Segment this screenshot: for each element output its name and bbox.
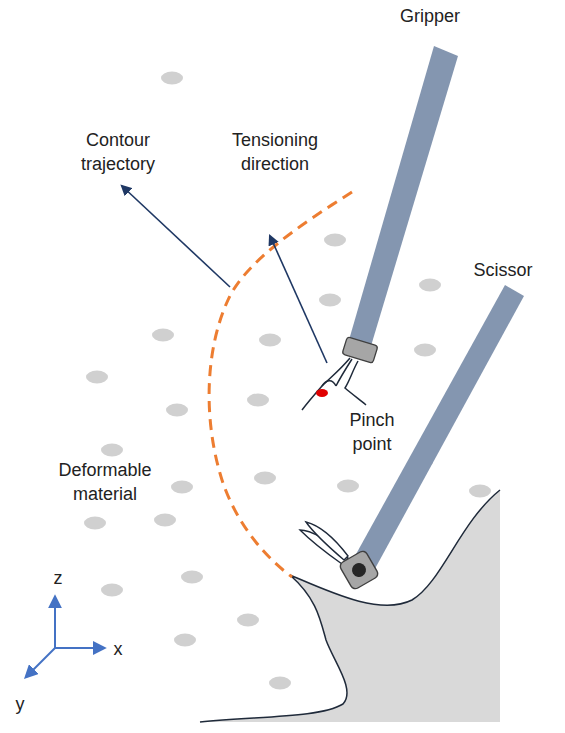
pinch-point [316, 389, 328, 397]
annotation: Contour trajectory [63, 128, 173, 176]
gripper-collar [342, 337, 378, 364]
scissor-blades [300, 522, 348, 564]
annotation: Tensioning direction [220, 128, 330, 176]
axis-label: z [48, 566, 68, 590]
axis-label: y [10, 692, 30, 716]
axes [26, 597, 104, 677]
contour-trajectory [209, 192, 352, 577]
region-name: Deformable material [45, 458, 165, 506]
leader-arrow [122, 186, 230, 287]
tension-arrow [270, 236, 327, 363]
axis-label: x [108, 637, 128, 661]
scissor-shaft [350, 285, 524, 576]
annotation: Pinch point [332, 408, 412, 456]
part-name: Scissor [453, 258, 553, 282]
gripper-jaws [302, 358, 366, 410]
gripper-shaft [349, 46, 458, 346]
scissor-head [339, 550, 380, 591]
part-name: Gripper [375, 4, 485, 28]
